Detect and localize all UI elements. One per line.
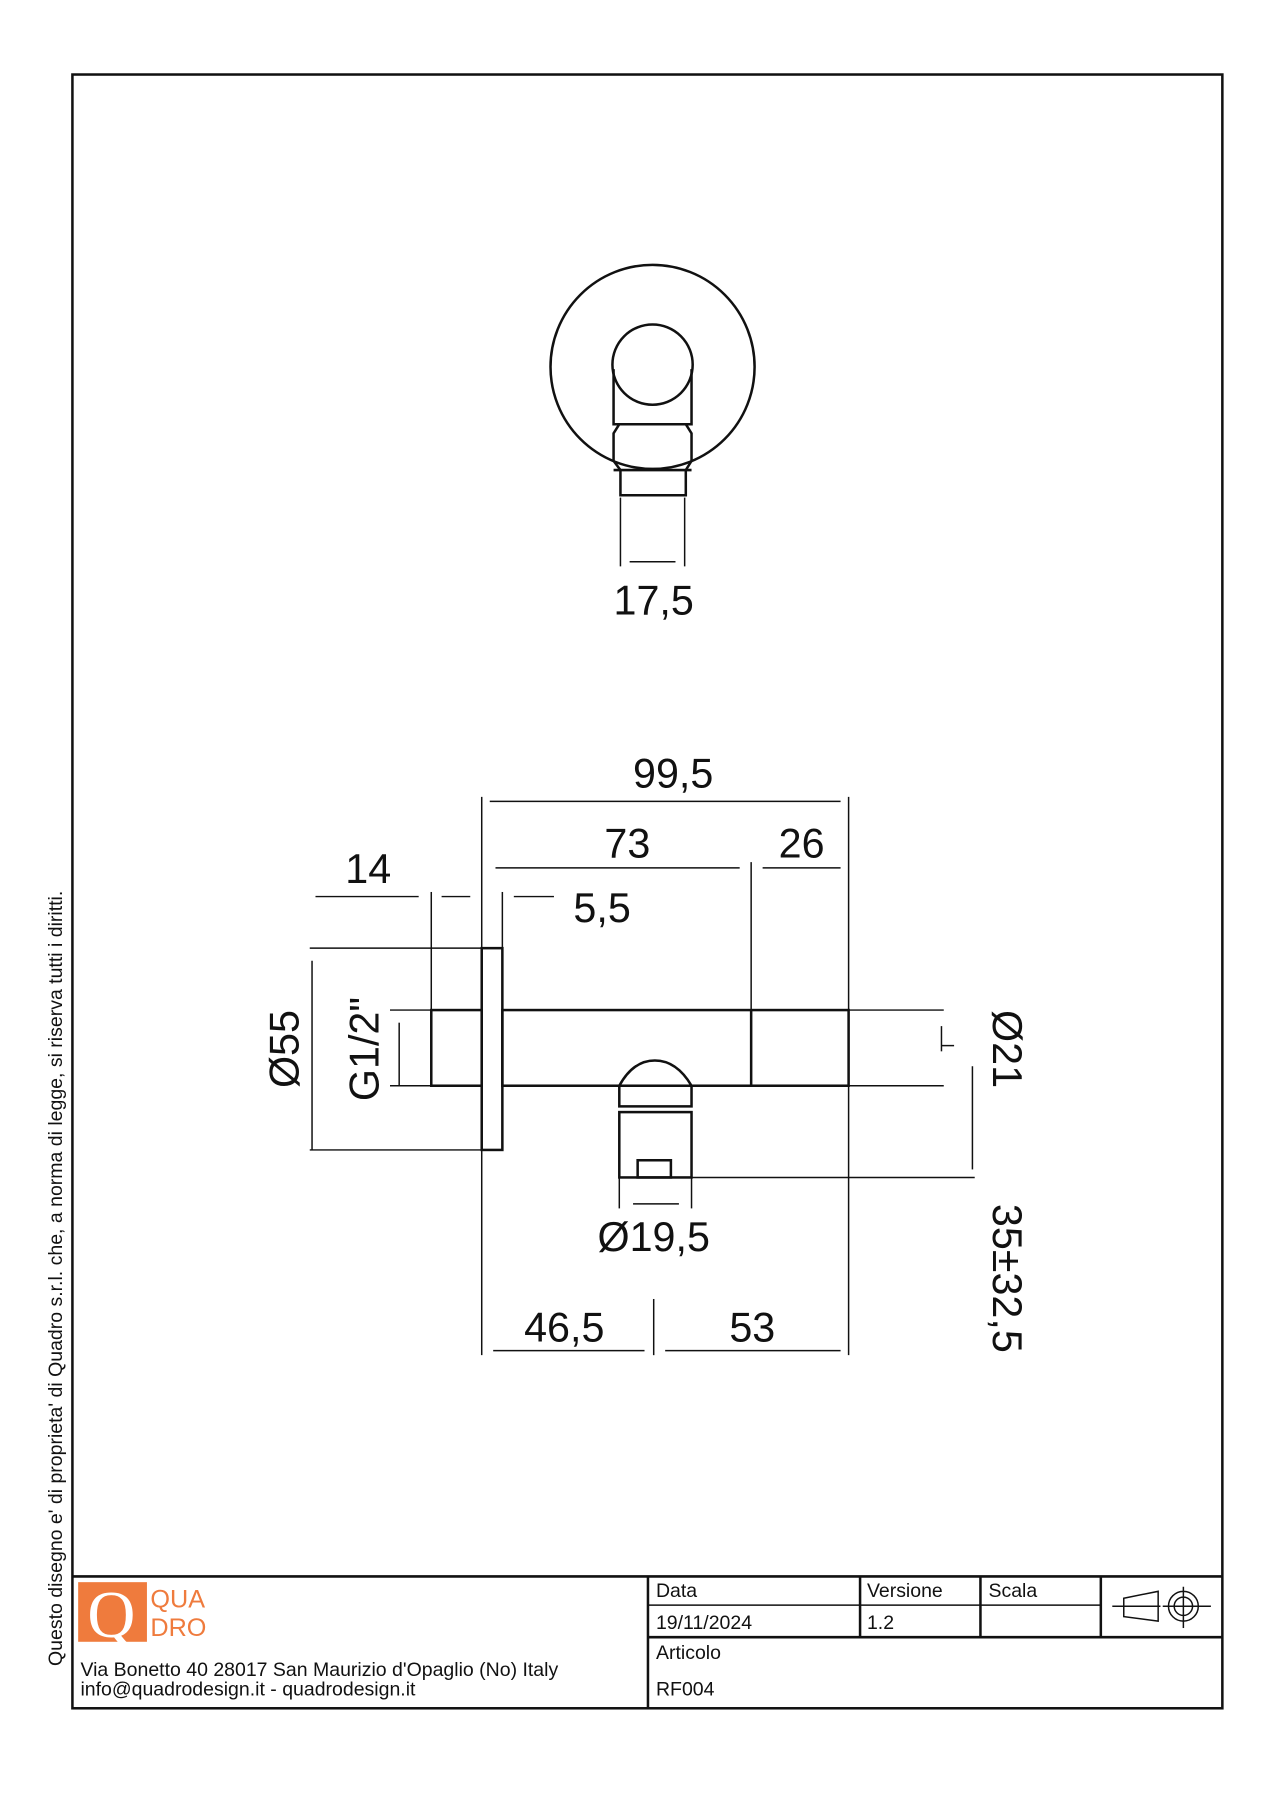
date-value: 19/11/2024 [656, 1612, 752, 1634]
quadro-logo: Q QUA DRO [78, 1579, 206, 1652]
dim-total-length: 99,5 [633, 751, 713, 797]
version-label: Versione [867, 1580, 943, 1602]
side-view: 99,5 73 26 14 5,5 Ø55 G1/2" Ø21 35±32,5 … [261, 751, 1030, 1356]
dim-pipe-diameter: Ø21 [984, 1010, 1030, 1088]
company-contacts: info@quadrodesign.it - quadrodesign.it [80, 1679, 416, 1701]
title-block: Q QUA DRO Via Bonetto 40 28017 San Mauri… [72, 1575, 1223, 1709]
dim-flange-diameter: Ø55 [261, 1010, 307, 1088]
dim-nipple-length: 14 [345, 846, 391, 892]
dim-top-width: 17,5 [614, 578, 694, 624]
article-label: Articolo [656, 1642, 721, 1664]
svg-text:QUA: QUA [150, 1585, 205, 1613]
dim-end-length: 26 [779, 821, 825, 867]
dim-outlet-left: 46,5 [524, 1304, 604, 1350]
drawing-frame [71, 73, 1224, 1710]
copyright-note: Questo disegno e' di proprieta' di Quadr… [45, 891, 67, 1666]
company-address: Via Bonetto 40 28017 San Maurizio d'Opag… [80, 1659, 558, 1681]
svg-text:Q: Q [87, 1579, 135, 1652]
scale-label: Scala [988, 1580, 1037, 1602]
top-view: 17,5 [549, 263, 756, 624]
dim-thread: G1/2" [342, 997, 388, 1101]
dim-flange-thickness: 5,5 [573, 885, 630, 931]
dim-body-length: 73 [604, 821, 650, 867]
date-label: Data [656, 1580, 697, 1602]
dim-outlet-diameter: Ø19,5 [597, 1214, 709, 1260]
projection-symbol-icon [1112, 1586, 1211, 1629]
version-value: 1.2 [867, 1612, 894, 1634]
dim-outlet-offset: 35±32,5 [984, 1204, 1030, 1353]
svg-text:DRO: DRO [150, 1614, 206, 1642]
article-value: RF004 [656, 1679, 715, 1701]
dim-outlet-right: 53 [729, 1304, 775, 1350]
